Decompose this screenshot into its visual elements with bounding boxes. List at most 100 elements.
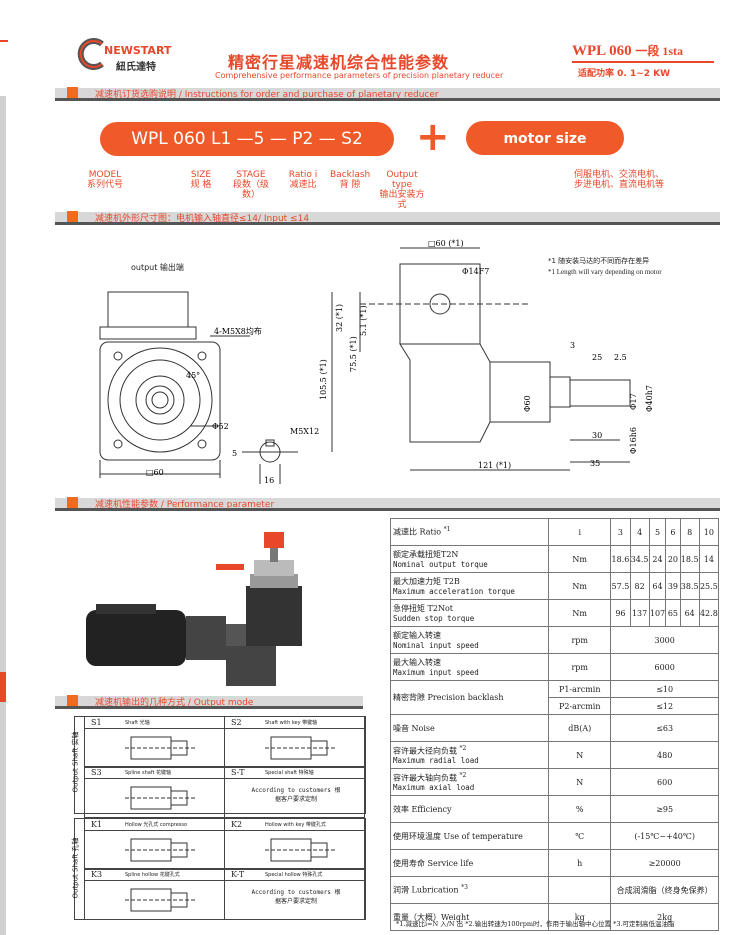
output-mode-code: K1: [91, 820, 103, 829]
order-code: WPL 060 L1 —5 — P2 — S2: [131, 129, 363, 149]
dim-label: 2.5: [614, 353, 627, 362]
output-mode-code: K-T: [231, 870, 245, 879]
param-cn: 润滑 Lubrication: [393, 885, 459, 895]
param-value: 合成润滑脂（终身免保养）: [610, 876, 719, 904]
dim-label: 25: [592, 353, 602, 362]
dim-label: 5.1 (*1): [359, 305, 368, 336]
param-value: 480: [610, 741, 719, 769]
code-label-cn: 规 格: [190, 180, 212, 190]
param-name: 噪音 Noise: [389, 714, 550, 742]
dim-label: Φ17: [629, 393, 638, 410]
drawing-note-2: *1 Length will vary depending on motor: [548, 268, 662, 276]
param-cn: 额定输入转速: [393, 631, 441, 640]
page-subtitle: Comprehensive performance parameters of …: [215, 71, 504, 80]
param-value: 39: [665, 572, 681, 600]
header-line: [85, 830, 224, 831]
param-value: 107: [648, 599, 667, 627]
param-unit: [548, 876, 612, 904]
output-mode-name: Hollow 光孔式 compresso: [125, 822, 188, 828]
param-value: 57.5: [610, 572, 631, 600]
param-en: Maximum radial load: [393, 756, 479, 766]
param-value: 3: [610, 518, 631, 546]
param-value: 64: [648, 572, 667, 600]
section-bar-order: 减速机订货选购说明 / Instructions for order and p…: [55, 87, 720, 101]
header-line: [225, 728, 364, 729]
param-unit: P2-arcmin: [548, 697, 612, 715]
dim-label: 3: [570, 341, 575, 350]
order-code-pill: WPL 060 L1 —5 — P2 — S2: [100, 122, 394, 156]
output-mode-name: Spline hollow 花键孔式: [125, 872, 180, 878]
param-value: ≤12: [610, 697, 719, 715]
motor-note: 伺服电机、交流电机、步进电机、直流电机等: [564, 170, 674, 190]
stage-label: 一段 1sta: [635, 44, 684, 58]
param-unit: ℃: [548, 822, 612, 850]
header-line: [85, 778, 224, 779]
shaft-sketch: [265, 736, 335, 760]
section-title-order: 减速机订货选购说明 / Instructions for order and p…: [95, 90, 439, 100]
code-label-cn: 段数（级数）: [232, 180, 269, 200]
param-cn: 噪音 Noise: [393, 723, 435, 733]
dim-label: 30: [592, 431, 602, 440]
power-range: 适配功率 0. 1~2 KW: [578, 69, 671, 79]
param-unit: Nm: [548, 545, 612, 573]
section-bar-dims: 减速机外形尺寸图：电机输入轴直径≤14/ Input ≤14: [55, 211, 720, 225]
dim-label: 32 (*1): [335, 304, 344, 332]
output-mode-cell: K3 Spline hollow 花键孔式: [84, 868, 225, 920]
dim-label: □60 (*1): [428, 239, 464, 248]
output-mode-code: K3: [91, 870, 103, 879]
param-value: 10: [698, 518, 720, 546]
perf-footnote: *1.减速比i=N 入/N 出 *2.输出转速为100rpm时，作用于输出轴中心…: [396, 920, 675, 928]
param-cn: 效率 Efficiency: [393, 804, 452, 814]
param-value: 6: [665, 518, 681, 546]
dim-label: Φ14F7: [462, 267, 489, 276]
param-unit: rpm: [548, 626, 612, 654]
param-name: 润滑 Lubrication *3: [389, 876, 550, 904]
param-name: 使用环境温度 Use of temperature: [389, 822, 550, 850]
param-value: 96: [610, 599, 631, 627]
hole-type-label: Output Shaft 孔轴: [71, 837, 80, 899]
dim-label: M5X12: [290, 427, 319, 436]
param-unit: h: [548, 849, 612, 877]
param-value: 18.5: [679, 545, 700, 573]
output-mode-code: S2: [231, 718, 242, 727]
param-cn: 最大输入转速: [393, 658, 441, 667]
code-label-cn: 系列代号: [86, 180, 123, 190]
param-en: Maximum axial load: [393, 783, 475, 793]
param-cn: 额定承载扭矩T2N: [393, 550, 459, 559]
side-tab-active: [0, 672, 6, 702]
param-cn: 最大加速力矩 T2B: [393, 577, 460, 586]
param-footnote-ref: *2: [459, 771, 467, 779]
section-marker: [67, 87, 78, 98]
param-value: 137: [629, 599, 650, 627]
param-value: 34.5: [629, 545, 650, 573]
dim-label: 45°: [186, 371, 200, 380]
page-title: 精密行星减速机综合性能参数: [228, 53, 450, 72]
dim-label: 105.5 (*1): [319, 359, 328, 400]
section-title-output: 减速机输出的几种方式 / Output mode: [95, 698, 254, 708]
param-unit: rpm: [548, 653, 612, 681]
param-footnote-ref: *2: [459, 744, 467, 752]
output-mode-name: Spline shaft 花键轴: [125, 770, 172, 776]
param-cn: 急停扭矩 T2Not: [393, 604, 453, 613]
output-mode-code: K2: [231, 820, 243, 829]
param-unit: %: [548, 795, 612, 823]
param-value: 14: [698, 545, 720, 573]
param-value: ≥20000: [610, 849, 719, 877]
param-en: Nominal output torque: [393, 560, 488, 569]
param-value: 8: [679, 518, 700, 546]
code-label-en: MODEL: [88, 170, 122, 180]
code-label-en: Backlash: [330, 170, 371, 180]
